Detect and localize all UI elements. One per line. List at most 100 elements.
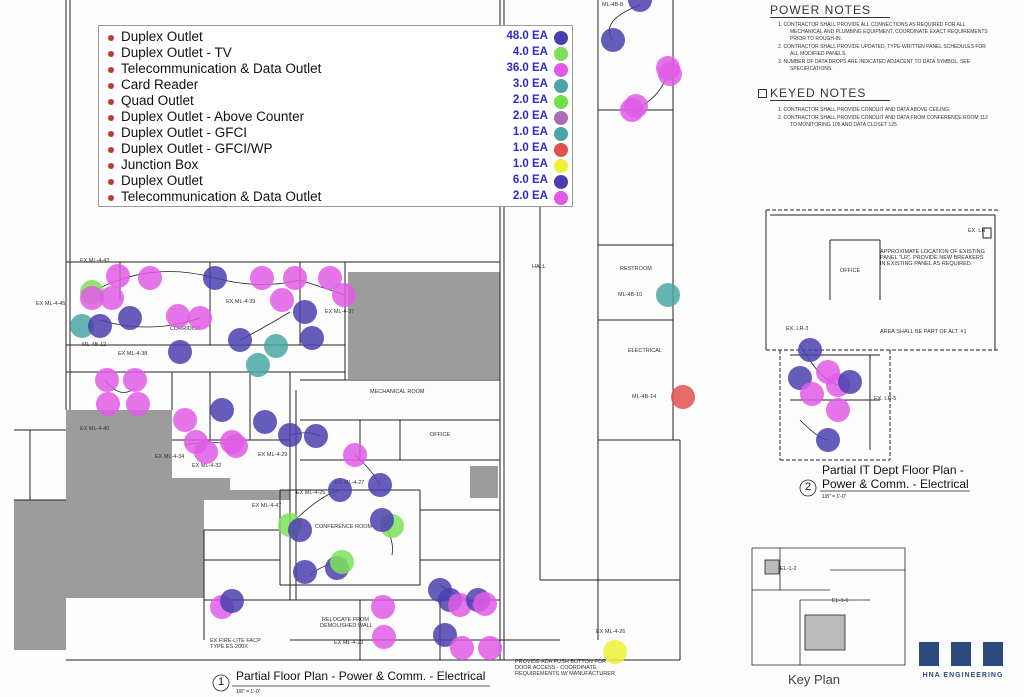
takeoff-marker[interactable]: [126, 392, 150, 416]
power-note-line: SPECIFICATIONS.: [790, 66, 833, 72]
takeoff-marker[interactable]: [293, 300, 317, 324]
takeoff-marker[interactable]: [278, 423, 302, 447]
it-scale: 1/8" = 1'-0": [822, 494, 847, 500]
legend-quantity: 2.0 EA: [512, 190, 548, 202]
takeoff-marker[interactable]: [330, 550, 354, 574]
circuit-ml-4-29: EX ML-4-29: [258, 452, 287, 458]
takeoff-marker[interactable]: [370, 508, 394, 532]
takeoff-marker[interactable]: [656, 283, 680, 307]
it-note-3: IN EXISTING PANEL AS REQUIRED.: [880, 261, 973, 267]
takeoff-marker[interactable]: [173, 408, 197, 432]
takeoff-marker[interactable]: [106, 264, 130, 288]
takeoff-marker[interactable]: [264, 334, 288, 358]
legend-quantity: 36.0 EA: [506, 62, 548, 74]
takeoff-marker[interactable]: [304, 424, 328, 448]
circuit-ml-4-39: EX ML-4-39: [226, 299, 255, 305]
takeoff-marker[interactable]: [253, 410, 277, 434]
takeoff-marker[interactable]: [300, 326, 324, 350]
keyed-note-line: 1. CONTRACTOR SHALL PROVIDE CONDUIT AND …: [778, 107, 951, 113]
label-it-office: OFFICE: [840, 268, 860, 274]
takeoff-marker[interactable]: [372, 625, 396, 649]
it-note-2: PANEL "LR". PROVIDE NEW BREAKERS: [880, 255, 984, 261]
it-note-1: APPROXIMATE LOCATION OF EXISTING: [880, 249, 985, 255]
takeoff-marker[interactable]: [671, 385, 695, 409]
takeoff-marker[interactable]: [168, 340, 192, 364]
main-title-number: 1: [218, 676, 225, 688]
takeoff-marker[interactable]: [478, 636, 502, 660]
takeoff-marker[interactable]: [100, 286, 124, 310]
takeoff-marker[interactable]: [220, 589, 244, 613]
takeoff-marker[interactable]: [210, 398, 234, 422]
takeoff-marker[interactable]: [283, 266, 307, 290]
legend-row[interactable]: Telecommunication & Data Outlet 2.0 EA: [99, 189, 572, 206]
circuit-ml-4b-12: ML-4B-12: [82, 342, 106, 348]
bullet-icon: [108, 35, 114, 41]
legend-label: Duplex Outlet: [121, 173, 203, 188]
takeoff-marker[interactable]: [658, 62, 682, 86]
takeoff-marker[interactable]: [88, 314, 112, 338]
takeoff-marker[interactable]: [368, 473, 392, 497]
legend-label: Card Reader: [121, 77, 199, 92]
takeoff-marker[interactable]: [293, 560, 317, 584]
takeoff-marker[interactable]: [194, 440, 218, 464]
takeoff-marker[interactable]: [628, 0, 652, 12]
legend-row[interactable]: Duplex Outlet 6.0 EA: [99, 173, 572, 190]
takeoff-marker[interactable]: [270, 288, 294, 312]
takeoff-marker[interactable]: [228, 328, 252, 352]
bullet-icon: [108, 99, 114, 105]
takeoff-marker[interactable]: [246, 353, 270, 377]
ada-note-3: REQUIREMENTS W/ MANUFACTURER: [515, 671, 615, 677]
takeoff-marker[interactable]: [203, 266, 227, 290]
label-hall: HALL: [532, 264, 546, 270]
takeoff-marker[interactable]: [96, 392, 120, 416]
bullet-icon: [108, 179, 114, 185]
takeoff-marker[interactable]: [328, 478, 352, 502]
legend-label: Telecommunication & Data Outlet: [121, 189, 322, 204]
takeoff-marker[interactable]: [450, 636, 474, 660]
takeoff-marker[interactable]: [343, 443, 367, 467]
circuit-ml-4-25: EX ML-4-25: [296, 490, 325, 496]
takeoff-marker[interactable]: [816, 428, 840, 452]
takeoff-marker[interactable]: [624, 94, 648, 118]
takeoff-marker[interactable]: [288, 518, 312, 542]
legend-quantity: 6.0 EA: [512, 174, 548, 186]
takeoff-marker[interactable]: [838, 370, 862, 394]
takeoff-marker[interactable]: [800, 382, 824, 406]
takeoff-marker[interactable]: [118, 306, 142, 330]
takeoff-marker[interactable]: [250, 266, 274, 290]
legend-label: Duplex Outlet - TV: [121, 45, 232, 60]
takeoff-marker[interactable]: [473, 592, 497, 616]
takeoff-marker[interactable]: [798, 338, 822, 362]
takeoff-marker[interactable]: [166, 304, 190, 328]
label-electrical: ELECTRICAL: [628, 348, 662, 354]
power-notes-heading: POWER NOTES: [770, 3, 872, 17]
ada-note-2: DOOR ACCESS - COORDINATE: [515, 665, 597, 671]
main-scale: 1/8" = 1'-0": [236, 689, 261, 695]
takeoff-marker[interactable]: [603, 640, 627, 664]
legend-quantity: 1.0 EA: [512, 126, 548, 138]
room-labels: HALL RESTROOM ELECTRICAL MECHANICAL ROOM…: [36, 2, 985, 677]
takeoff-marker[interactable]: [332, 283, 356, 307]
takeoff-marker[interactable]: [123, 368, 147, 392]
takeoff-marker[interactable]: [601, 28, 625, 52]
takeoff-marker[interactable]: [220, 430, 244, 454]
color-swatch-icon: [554, 95, 568, 109]
main-title: Partial Floor Plan - Power & Comm. - Ele…: [236, 669, 486, 683]
takeoff-marker[interactable]: [138, 266, 162, 290]
power-note-line: ALL MODIFIED PANELS.: [790, 51, 847, 57]
takeoff-marker[interactable]: [371, 595, 395, 619]
takeoff-marker[interactable]: [95, 368, 119, 392]
takeoff-marker[interactable]: [188, 306, 212, 330]
takeoff-marker[interactable]: [826, 398, 850, 422]
